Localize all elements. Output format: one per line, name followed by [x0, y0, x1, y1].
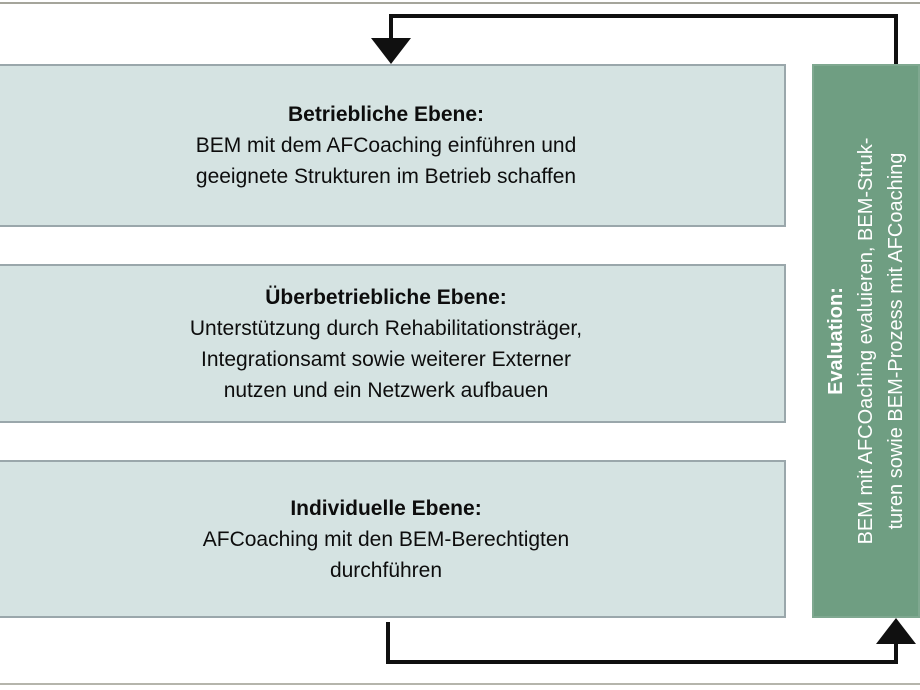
- level-title: Überbetriebliche Ebene:: [265, 285, 507, 309]
- bottom-divider-rule: [0, 683, 920, 685]
- level-body: AFCoaching mit den BEM-Berechtigten durc…: [203, 524, 570, 586]
- evaluation-body-line: turen sowie BEM-Prozess mit AFCoaching: [885, 152, 907, 530]
- feedback-arrow-bottom-left-drop: [386, 622, 390, 664]
- feedback-arrow-top-left-drop: [389, 14, 393, 40]
- feedback-arrow-bottom-right-riser: [894, 640, 898, 664]
- level-body: Unterstützung durch Rehabilitationsträge…: [190, 313, 582, 406]
- feedback-arrow-bottom-horizontal-segment: [386, 660, 898, 664]
- level-box-ueberbetriebliche-ebene[interactable]: Überbetriebliche Ebene: Unterstützung du…: [0, 264, 786, 423]
- level-body-line: geeignete Strukturen im Betrieb schaffen: [195, 165, 577, 188]
- arrowhead-up-icon: [876, 618, 916, 644]
- level-body: BEM mit dem AFCoaching einführen und gee…: [196, 130, 577, 192]
- feedback-arrow-top-right-riser: [894, 14, 898, 64]
- level-body-line: BEM mit dem AFCoaching einführen und: [195, 134, 577, 157]
- evaluation-bar-rotated-text: Evaluation: BEM mit AFCOaching evaluiere…: [814, 66, 918, 616]
- level-body-line: nutzen und ein Netzwerk aufbauen: [223, 378, 549, 402]
- level-box-individuelle-ebene[interactable]: Individuelle Ebene: AFCoaching mit den B…: [0, 460, 786, 618]
- evaluation-bar[interactable]: Evaluation: BEM mit AFCOaching evaluiere…: [812, 64, 920, 618]
- evaluation-title: Evaluation:: [825, 287, 847, 395]
- top-divider-rule: [0, 2, 920, 4]
- level-title: Betriebliche Ebene:: [287, 103, 485, 126]
- level-body-line: Unterstützung durch Rehabilitationsträge…: [189, 316, 583, 340]
- level-box-betriebliche-ebene[interactable]: Betriebliche Ebene: BEM mit dem AFCoachi…: [0, 64, 786, 227]
- level-body-line: AFCoaching mit den BEM-Berechtigten: [202, 527, 570, 551]
- feedback-arrow-top-horizontal-segment: [389, 14, 898, 18]
- level-body-line: Integrationsamt sowie weiterer Externer: [200, 347, 571, 371]
- arrowhead-down-icon: [371, 38, 411, 64]
- level-body-line: durchführen: [329, 558, 443, 582]
- evaluation-body-line: BEM mit AFCOaching evaluieren, BEM-Struk…: [855, 137, 877, 545]
- level-title: Individuelle Ebene:: [290, 496, 482, 520]
